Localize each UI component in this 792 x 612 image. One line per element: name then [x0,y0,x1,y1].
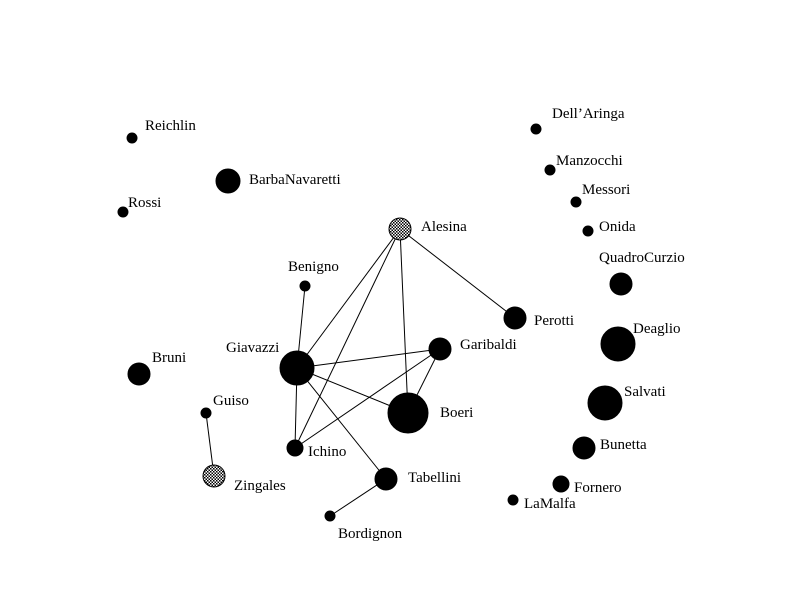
node-bunetta [572,436,596,460]
node-label-salvati: Salvati [624,384,666,400]
node-label-onida: Onida [599,219,636,235]
node-fornero [552,475,570,493]
node-label-rossi: Rossi [128,195,161,211]
edge-alesina-boeri [399,228,409,414]
node-zingales [202,464,226,488]
edges [205,228,516,517]
node-deaglio [600,326,636,362]
node-quadrocurzio [609,272,633,296]
edge-alesina-perotti [399,228,516,319]
node-giavazzi [279,350,315,386]
node-onida [582,225,594,237]
node-label-lamalfa: LaMalfa [524,496,576,512]
node-benigno [299,280,311,292]
node-label-bunetta: Bunetta [600,437,647,453]
node-dellaringa [530,123,542,135]
node-perotti [503,306,527,330]
node-label-boeri: Boeri [440,405,473,421]
node-salvati [587,385,623,421]
node-bordignon [324,510,336,522]
node-barbanavaretti [215,168,241,194]
node-label-guiso: Guiso [213,393,249,409]
node-label-bruni: Bruni [152,350,186,366]
node-guiso [200,407,212,419]
edge-alesina-ichino [294,228,401,449]
node-ichino [286,439,304,457]
edge-giavazzi-garibaldi [296,348,441,369]
edge-giavazzi-tabellini [296,367,387,480]
node-label-ichino: Ichino [308,444,346,460]
edge-ichino-garibaldi [294,348,441,449]
node-label-tabellini: Tabellini [408,470,461,486]
node-label-manzocchi: Manzocchi [556,153,623,169]
edge-alesina-giavazzi [296,228,401,369]
node-label-messori: Messori [582,182,630,198]
node-label-quadrocurzio: QuadroCurzio [599,250,685,266]
node-rossi [117,206,129,218]
node-lamalfa [507,494,519,506]
node-manzocchi [544,164,556,176]
node-label-reichlin: Reichlin [145,118,196,134]
node-label-alesina: Alesina [421,219,467,235]
node-label-benigno: Benigno [288,259,339,275]
node-messori [570,196,582,208]
nodes [117,123,636,522]
node-reichlin [126,132,138,144]
node-garibaldi [428,337,452,361]
node-tabellini [374,467,398,491]
node-label-bordignon: Bordignon [338,526,403,542]
node-label-barbanavaretti: BarbaNavaretti [249,172,341,188]
node-label-giavazzi: Giavazzi [226,340,279,356]
node-label-dellaringa: Dell’Aringa [552,106,625,122]
node-label-fornero: Fornero [574,480,622,496]
node-bruni [127,362,151,386]
node-label-deaglio: Deaglio [633,321,680,337]
node-label-perotti: Perotti [534,313,574,329]
node-label-garibaldi: Garibaldi [460,337,517,353]
node-label-zingales: Zingales [234,478,286,494]
node-boeri [387,392,429,434]
node-alesina [388,217,412,241]
